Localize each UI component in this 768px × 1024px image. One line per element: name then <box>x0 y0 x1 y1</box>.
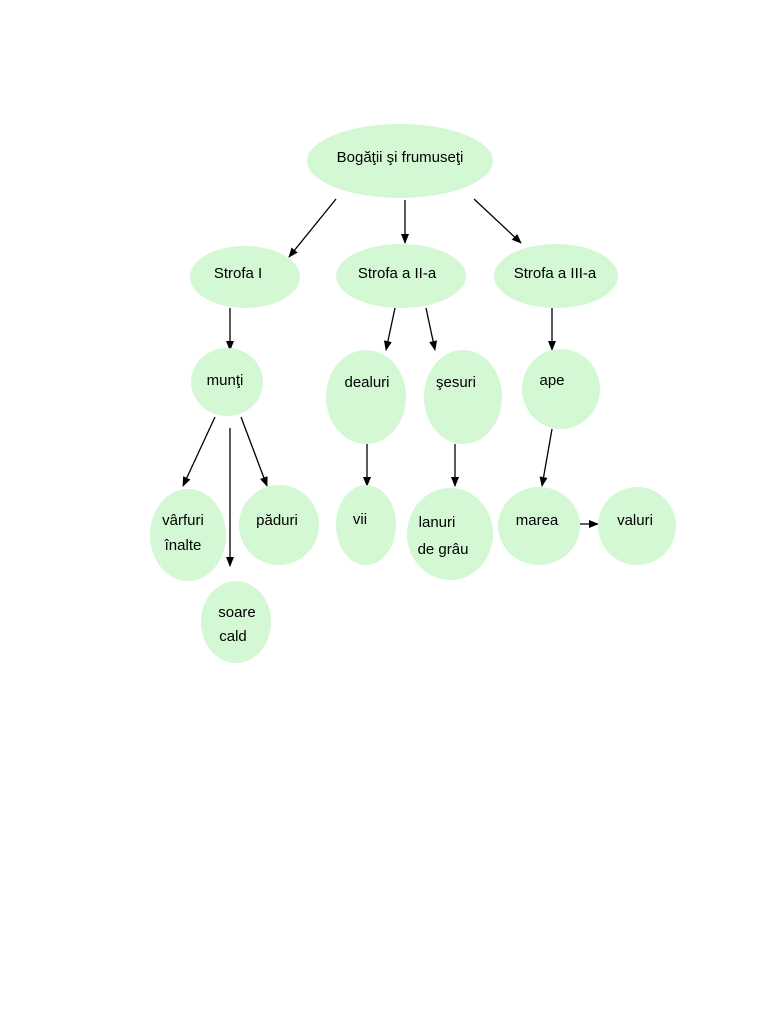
ape-label: ape <box>539 372 564 389</box>
root-node: Bogăţii şi frumuseţi <box>307 124 493 198</box>
edge-strofa-2-dealuri <box>383 307 396 351</box>
edge-ape-marea <box>539 428 553 487</box>
edge-root-strofa-3 <box>473 198 522 244</box>
vii-label: vii <box>353 511 367 528</box>
sesuri-label: şesuri <box>436 374 476 391</box>
valuri-label: valuri <box>617 512 653 529</box>
valuri-node: valuri <box>598 487 676 565</box>
marea-label: marea <box>516 512 559 529</box>
munti-node: munţi <box>191 348 263 416</box>
soare-label-line1: soare <box>218 604 256 621</box>
edge-munti-varfuri <box>182 416 216 487</box>
sesuri-node: şesuri <box>424 350 502 444</box>
varfuri-label-line2: înalte <box>164 537 202 554</box>
paduri-label: păduri <box>256 512 298 529</box>
strofa-1-label: Strofa I <box>214 265 262 282</box>
strofa-1-node: Strofa I <box>190 246 300 308</box>
lanuri-label-line2: de grâu <box>418 541 469 558</box>
soare-label-line2: cald <box>219 628 247 645</box>
varfuri-label-line1: vârfuri <box>162 512 204 529</box>
vii-node: vii <box>336 485 396 565</box>
soare-node: soare cald <box>201 581 271 663</box>
edge-root-strofa-1 <box>288 198 337 258</box>
edges <box>182 198 599 567</box>
root-label: Bogăţii şi frumuseţi <box>337 149 464 166</box>
marea-node: marea <box>498 487 580 565</box>
munti-label: munţi <box>207 372 244 389</box>
edge-munti-paduri <box>240 416 268 487</box>
edge-strofa-2-sesuri <box>425 307 438 351</box>
strofa-2-label: Strofa a II-a <box>358 265 437 282</box>
strofa-2-node: Strofa a II-a <box>336 244 466 308</box>
dealuri-label: dealuri <box>344 374 389 391</box>
strofa-3-node: Strofa a III-a <box>494 244 618 308</box>
strofa-3-label: Strofa a III-a <box>514 265 597 282</box>
ape-node: ape <box>522 349 600 429</box>
paduri-node: păduri <box>239 485 319 565</box>
dealuri-node: dealuri <box>326 350 406 444</box>
lanuri-label-line1: lanuri <box>419 514 456 531</box>
varfuri-node: vârfuri înalte <box>150 489 226 581</box>
lanuri-node: lanuri de grâu <box>407 488 493 580</box>
